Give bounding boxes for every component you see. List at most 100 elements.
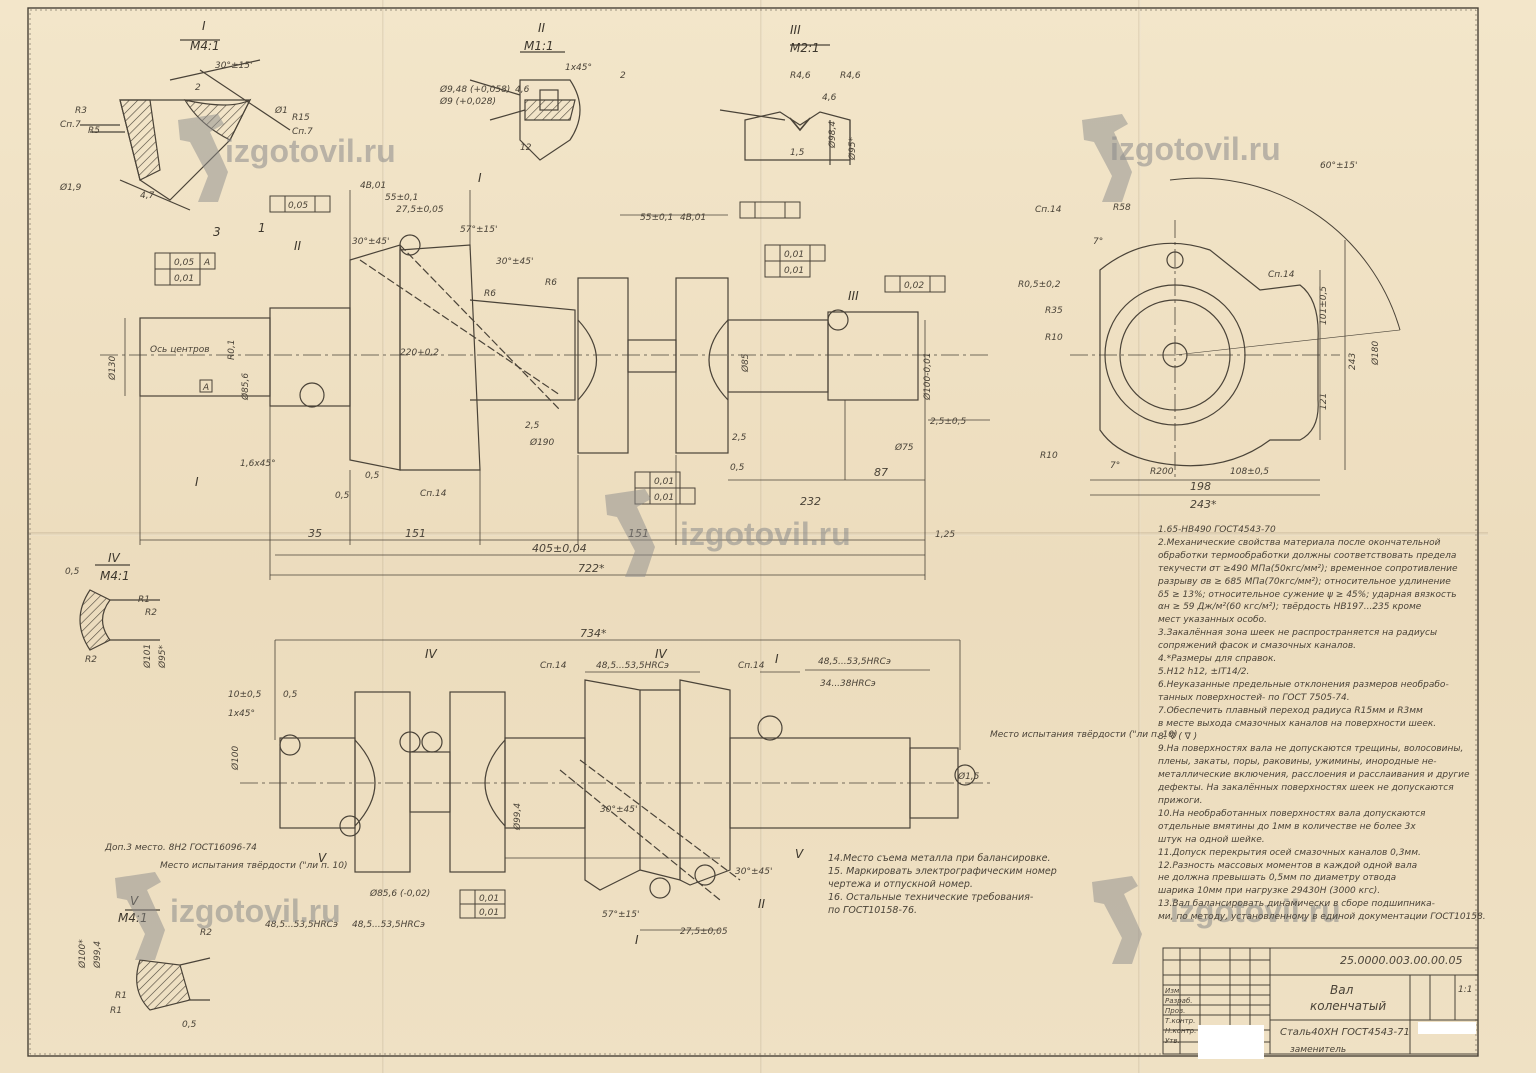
note-line: 16. Остальные технические требования- <box>828 892 1034 903</box>
row-label: Утв. <box>1165 1037 1180 1045</box>
detail-i-scale: M4:1 <box>190 39 220 53</box>
callout: II <box>758 897 766 911</box>
dim-label: R1 <box>138 595 150 605</box>
dim-label: 30°±15' <box>215 61 252 71</box>
note-line: 4.*Размеры для справок. <box>1158 654 1277 665</box>
dim-label: 4,7 <box>140 191 155 201</box>
dim-label: Ø85,6 <box>240 373 251 401</box>
redacted-area <box>1418 1022 1476 1034</box>
dim-label: R4,6 <box>840 71 861 81</box>
tol-value: 0,01 <box>654 493 674 503</box>
note-line: штук на одной шейке. <box>1158 834 1265 845</box>
dim-label: 2 <box>620 71 626 81</box>
dim-label: R200 <box>1150 467 1174 477</box>
dim-label: Сп.14 <box>420 489 447 499</box>
dim-label: 0,5 <box>182 1020 197 1030</box>
row-label: Пров. <box>1165 1007 1186 1015</box>
watermark-text: izgotovil.ru <box>1110 131 1281 167</box>
note-line: сопряжений фасок и смазочных каналов. <box>1158 641 1357 652</box>
row-label: Изм. <box>1165 987 1182 995</box>
detail-iv-roman: IV <box>108 551 121 565</box>
dim-label: Ø98,4 <box>827 121 838 149</box>
dim-label: 57°±15' <box>602 910 639 920</box>
note-line: отдельные вмятины до 1мм в количестве не… <box>1158 821 1416 832</box>
dim-label: R15 <box>292 113 310 123</box>
dim-label: Ø95* <box>847 136 858 161</box>
dim-label: R6 <box>545 278 557 288</box>
dim-label: Ø1 <box>274 105 288 116</box>
drawing-code: 25.0000.003.00.00.05 <box>1340 954 1463 967</box>
redacted-area <box>1198 1025 1264 1059</box>
dim-label: 0,5 <box>730 463 745 473</box>
note-line: αн ≥ 59 Дж/м²(60 кгс/м²); твёрдость НВ19… <box>1158 602 1422 613</box>
dim-label: R1 <box>110 1006 122 1016</box>
dim-label: 243* <box>1190 498 1217 511</box>
callout: I <box>195 475 199 489</box>
dim-label: Ø85 <box>740 353 751 373</box>
dim-label: 108±0,5 <box>1230 467 1269 477</box>
note-line: шарика 10мм при нагрузке 29430Н (3000 кг… <box>1158 886 1381 897</box>
dim-label: R5 <box>88 126 100 136</box>
callout: IV <box>655 647 668 661</box>
note-line: чертежа и отпускной номер. <box>828 879 973 890</box>
dim-label: Сп.7 <box>292 127 313 137</box>
row-label: Н.контр. <box>1165 1027 1197 1035</box>
dim-label: 2,5 <box>525 421 540 431</box>
dim-label: R10 <box>1040 451 1058 461</box>
callout: 3 <box>213 225 221 239</box>
callout: V <box>795 847 804 861</box>
dim-label: Ø190 <box>529 437 555 448</box>
watermark-logo-icon <box>115 114 1142 964</box>
callout: I <box>635 933 639 947</box>
note-line: 3.Закалённая зона шеек не распространяет… <box>1158 628 1438 639</box>
callout: I <box>775 652 779 666</box>
callout: II <box>294 239 302 253</box>
detail-ii-scale: M1:1 <box>524 39 554 53</box>
tol-value: 0,01 <box>479 908 499 918</box>
dim-label: Сп.14 <box>738 661 765 671</box>
dim-label: 27,5±0,05 <box>680 927 728 937</box>
tol-value: 0,01 <box>784 250 804 260</box>
note-line: разрыву σв ≥ 685 МПа(70кгс/мм²); относит… <box>1158 576 1451 587</box>
title-block-lines <box>1162 947 1479 1055</box>
dim-label: R2 <box>85 655 97 665</box>
dim-label: Место испытания твёрдости ("ли п. 10) <box>990 730 1178 740</box>
detail-iii-roman: III <box>790 23 801 37</box>
dim-label: 4B,01 <box>680 213 706 223</box>
watermark-text: izgotovil.ru <box>170 893 341 929</box>
dim-label: R6 <box>484 289 496 299</box>
title-block-rows: Изм. Разраб. Пров. Т.контр. Н.контр. Утв… <box>1165 986 1196 1046</box>
dim-label: 1,25 <box>935 530 955 540</box>
datum-ref: A <box>203 258 210 268</box>
dim-label: Сп.7 <box>60 120 81 130</box>
dim-label: Место испытания твёрдости ("ли п. 10) <box>160 861 348 871</box>
paper-fold <box>382 0 385 1073</box>
dim-label: 55±0,1 <box>385 193 418 203</box>
dim-label: 1,6х45° <box>240 459 276 469</box>
dim-label: Ø1,5 <box>957 771 980 782</box>
dim-label: R3 <box>75 106 87 116</box>
dim-label: 4,6 <box>515 85 530 95</box>
note-line: не должна превышать 0,5мм по диаметру от… <box>1158 873 1397 884</box>
note-line: δ5 ≥ 13%; относительное сужение ψ ≥ 45%;… <box>1158 589 1457 600</box>
dim-label: 7° <box>1093 237 1103 247</box>
dim-label: R35 <box>1045 306 1063 316</box>
dim-label: 4B,01 <box>360 181 386 191</box>
material-substitute: заменитель <box>1290 1045 1347 1055</box>
note-line: 13.Вал балансировать динамически в сборе… <box>1158 899 1435 910</box>
note-line: по ГОСТ10158-76. <box>828 905 918 916</box>
dim-label: R4,6 <box>790 71 811 81</box>
row-label: Разраб. <box>1165 997 1193 1005</box>
dim-label: 121 <box>1319 393 1329 410</box>
dim-label: 27,5±0,05 <box>396 205 444 215</box>
detail-ii-roman: II <box>538 21 546 35</box>
dim-label: Ø99,4 <box>92 941 103 969</box>
dim-label: 35 <box>308 527 322 540</box>
part-name: Вал <box>1330 983 1354 997</box>
callout: V <box>318 851 327 865</box>
dim-label: 1х45° <box>565 63 592 73</box>
dim-label: 48,5...53,5HRCэ <box>265 920 338 930</box>
dim-label: 30°±45' <box>496 257 533 267</box>
note-line: текучести σт ≥490 МПа(50кгс/мм²); времен… <box>1158 563 1458 574</box>
